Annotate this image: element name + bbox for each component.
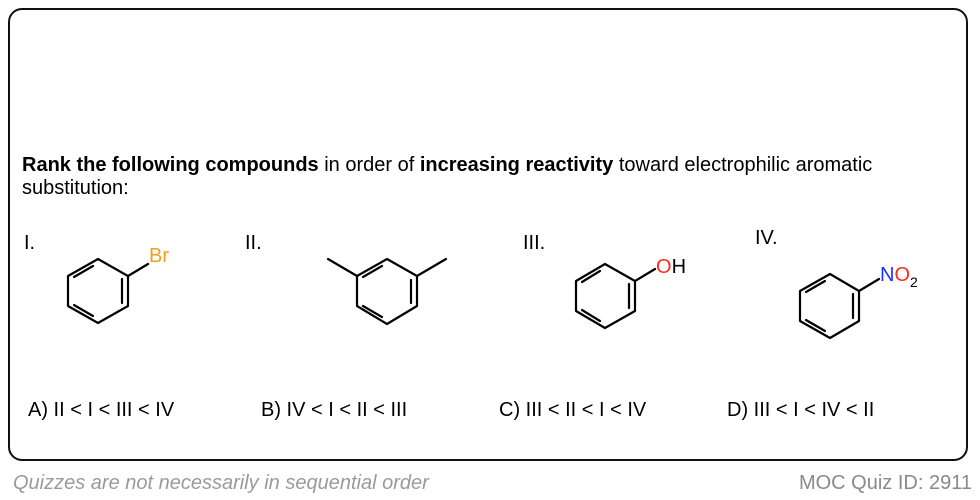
- choice-c[interactable]: C) III < II < I < IV: [499, 399, 647, 421]
- footer-note: Quizzes are not necessarily in sequentia…: [13, 472, 429, 494]
- nitrogen-label: N: [880, 264, 894, 286]
- nitro-oxygen-label: O: [894, 264, 910, 286]
- compound-3-label: III.: [523, 232, 546, 254]
- compound-4-label: IV.: [755, 227, 778, 249]
- question-text-2: toward electrophilic aromatic substituti…: [22, 154, 873, 199]
- quiz-id: MOC Quiz ID: 2911: [798, 472, 972, 494]
- svg-text:OH: OH: [656, 256, 686, 278]
- nitro-subscript: 2: [910, 274, 918, 290]
- svg-text:NO2: NO2: [880, 264, 918, 290]
- choice-b[interactable]: B) IV < I < II < III: [261, 399, 408, 421]
- bromine-label: Br: [149, 245, 169, 267]
- quiz-card: [8, 8, 968, 461]
- question-text: Rank the following compounds in order of…: [22, 154, 967, 200]
- hydrogen-label: H: [672, 256, 686, 278]
- choice-a[interactable]: A) II < I < III < IV: [28, 399, 175, 421]
- question-text-1: in order of: [318, 154, 420, 176]
- compound-1-label: I.: [24, 232, 36, 254]
- compound-2-label: II.: [245, 232, 262, 254]
- oxygen-label: O: [656, 256, 672, 278]
- question-bold-2: increasing reactivity: [419, 154, 614, 176]
- question-bold-1: Rank the following compounds: [22, 154, 319, 176]
- choice-d[interactable]: D) III < I < IV < II: [727, 399, 875, 421]
